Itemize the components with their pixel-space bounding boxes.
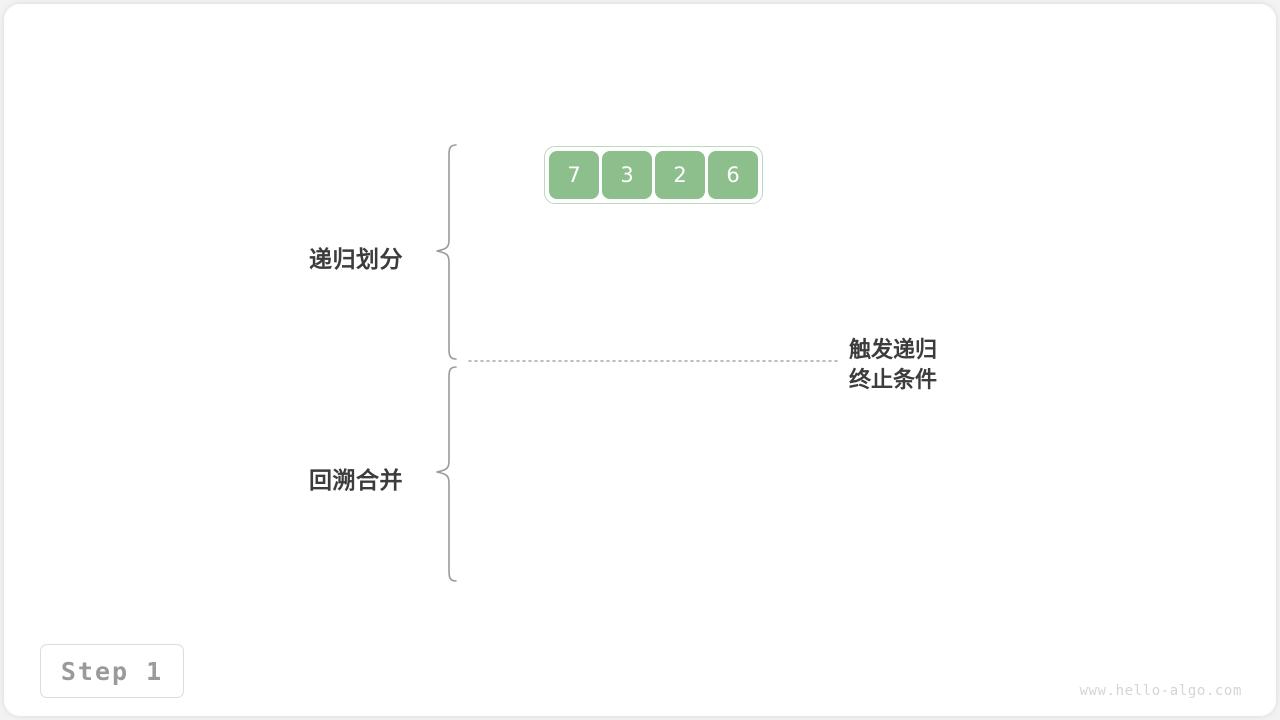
termination-note-line1: 触发递归 [849, 337, 938, 362]
array-cell[interactable]: 2 [655, 151, 705, 199]
termination-note-line2: 终止条件 [849, 367, 938, 392]
divide-brace-path [436, 144, 457, 360]
input-array: 7 3 2 6 [544, 146, 763, 204]
vector-overlay [436, 144, 841, 582]
slide-card: 7 3 2 6 递归划分 回溯合并 触发递归 终止条件 Step 1 www.h… [4, 4, 1276, 716]
step-badge: Step 1 [40, 644, 184, 698]
array-cell[interactable]: 3 [602, 151, 652, 199]
termination-note: 触发递归 终止条件 [849, 335, 937, 395]
merge-phase-label: 回溯合并 [309, 467, 403, 493]
array-cell[interactable]: 7 [549, 151, 599, 199]
array-cell[interactable]: 6 [708, 151, 758, 199]
divide-phase-label: 递归划分 [309, 246, 403, 272]
watermark: www.hello-algo.com [1079, 683, 1242, 699]
merge-brace-path [436, 366, 457, 582]
